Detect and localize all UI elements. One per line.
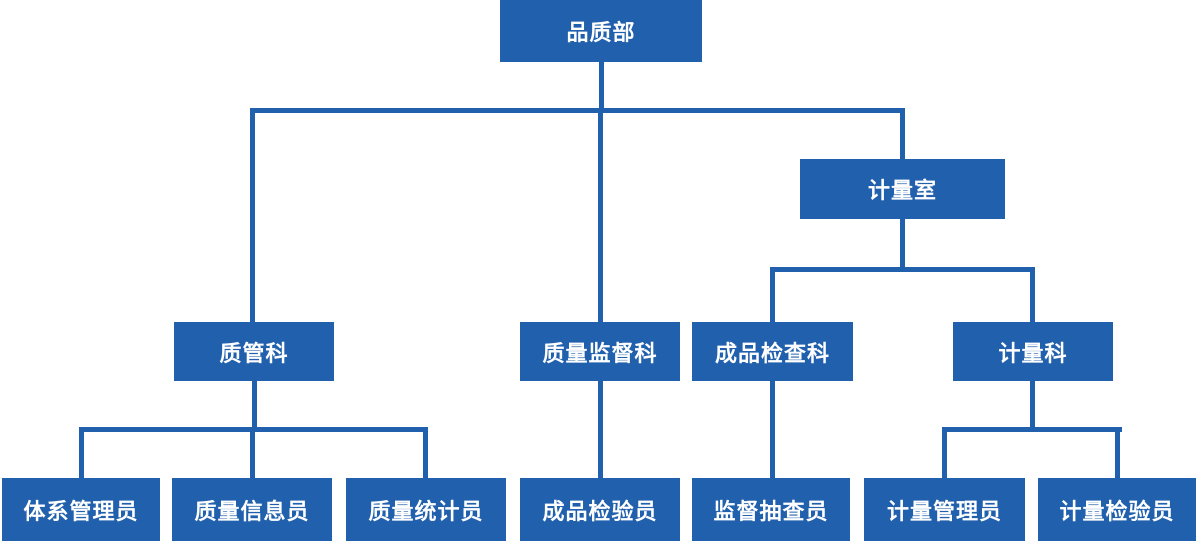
connector-line (1115, 427, 1120, 478)
connector-line (942, 427, 947, 478)
connector-line (250, 427, 255, 478)
org-node-system-administrator: 体系管理员 (2, 478, 160, 541)
org-node-quality-mgmt-section: 质管科 (174, 322, 334, 381)
org-node-metrology-room: 计量室 (800, 159, 1005, 219)
connector-line (599, 62, 604, 112)
org-node-quality-supervision-section: 质量监督科 (520, 322, 680, 381)
org-node-metrology-inspector: 计量检验员 (1038, 478, 1196, 541)
connector-line (770, 267, 775, 322)
org-node-product-inspection-section: 成品检查科 (692, 322, 853, 381)
org-node-product-inspector: 成品检验员 (520, 478, 680, 541)
connector-line (770, 380, 775, 478)
org-node-supervision-sampler: 监督抽查员 (692, 478, 850, 541)
connector-line (1030, 380, 1035, 432)
connector-line (252, 380, 257, 432)
connector-line (900, 219, 905, 272)
org-node-quality-info-officer: 质量信息员 (172, 478, 332, 541)
org-node-quality-dept: 品质部 (500, 0, 702, 62)
org-node-quality-statistician: 质量统计员 (346, 478, 506, 541)
connector-line (250, 108, 255, 322)
connector-line (942, 427, 1122, 432)
org-node-metrology-section: 计量科 (953, 322, 1113, 381)
connector-line (770, 267, 1035, 272)
connector-line (900, 108, 905, 160)
connector-line (250, 108, 905, 113)
connector-line (1030, 267, 1035, 322)
connector-line (598, 380, 603, 478)
connector-line (79, 427, 84, 478)
connector-line (423, 427, 428, 478)
org-node-metrology-administrator: 计量管理员 (864, 478, 1025, 541)
connector-line (598, 108, 603, 322)
